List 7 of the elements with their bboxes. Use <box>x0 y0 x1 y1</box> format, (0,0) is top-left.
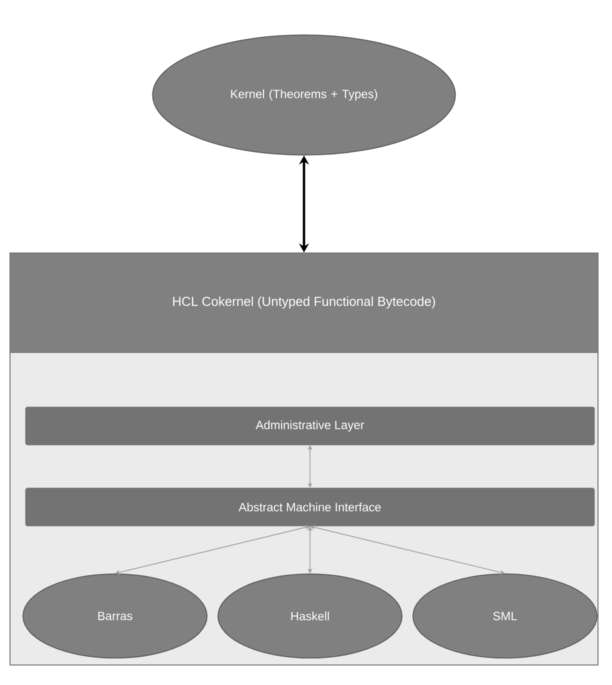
ellipse-node: SML <box>412 574 598 658</box>
arrow <box>115 524 310 575</box>
layer-bar: Abstract Machine Interface <box>25 488 595 526</box>
ellipse-node: Kernel (Theorems + Types) <box>152 34 456 156</box>
layer-bar: Administrative Layer <box>25 406 595 446</box>
ellipse-node: Haskell <box>218 574 402 658</box>
ellipse-node: Barras <box>22 574 208 658</box>
